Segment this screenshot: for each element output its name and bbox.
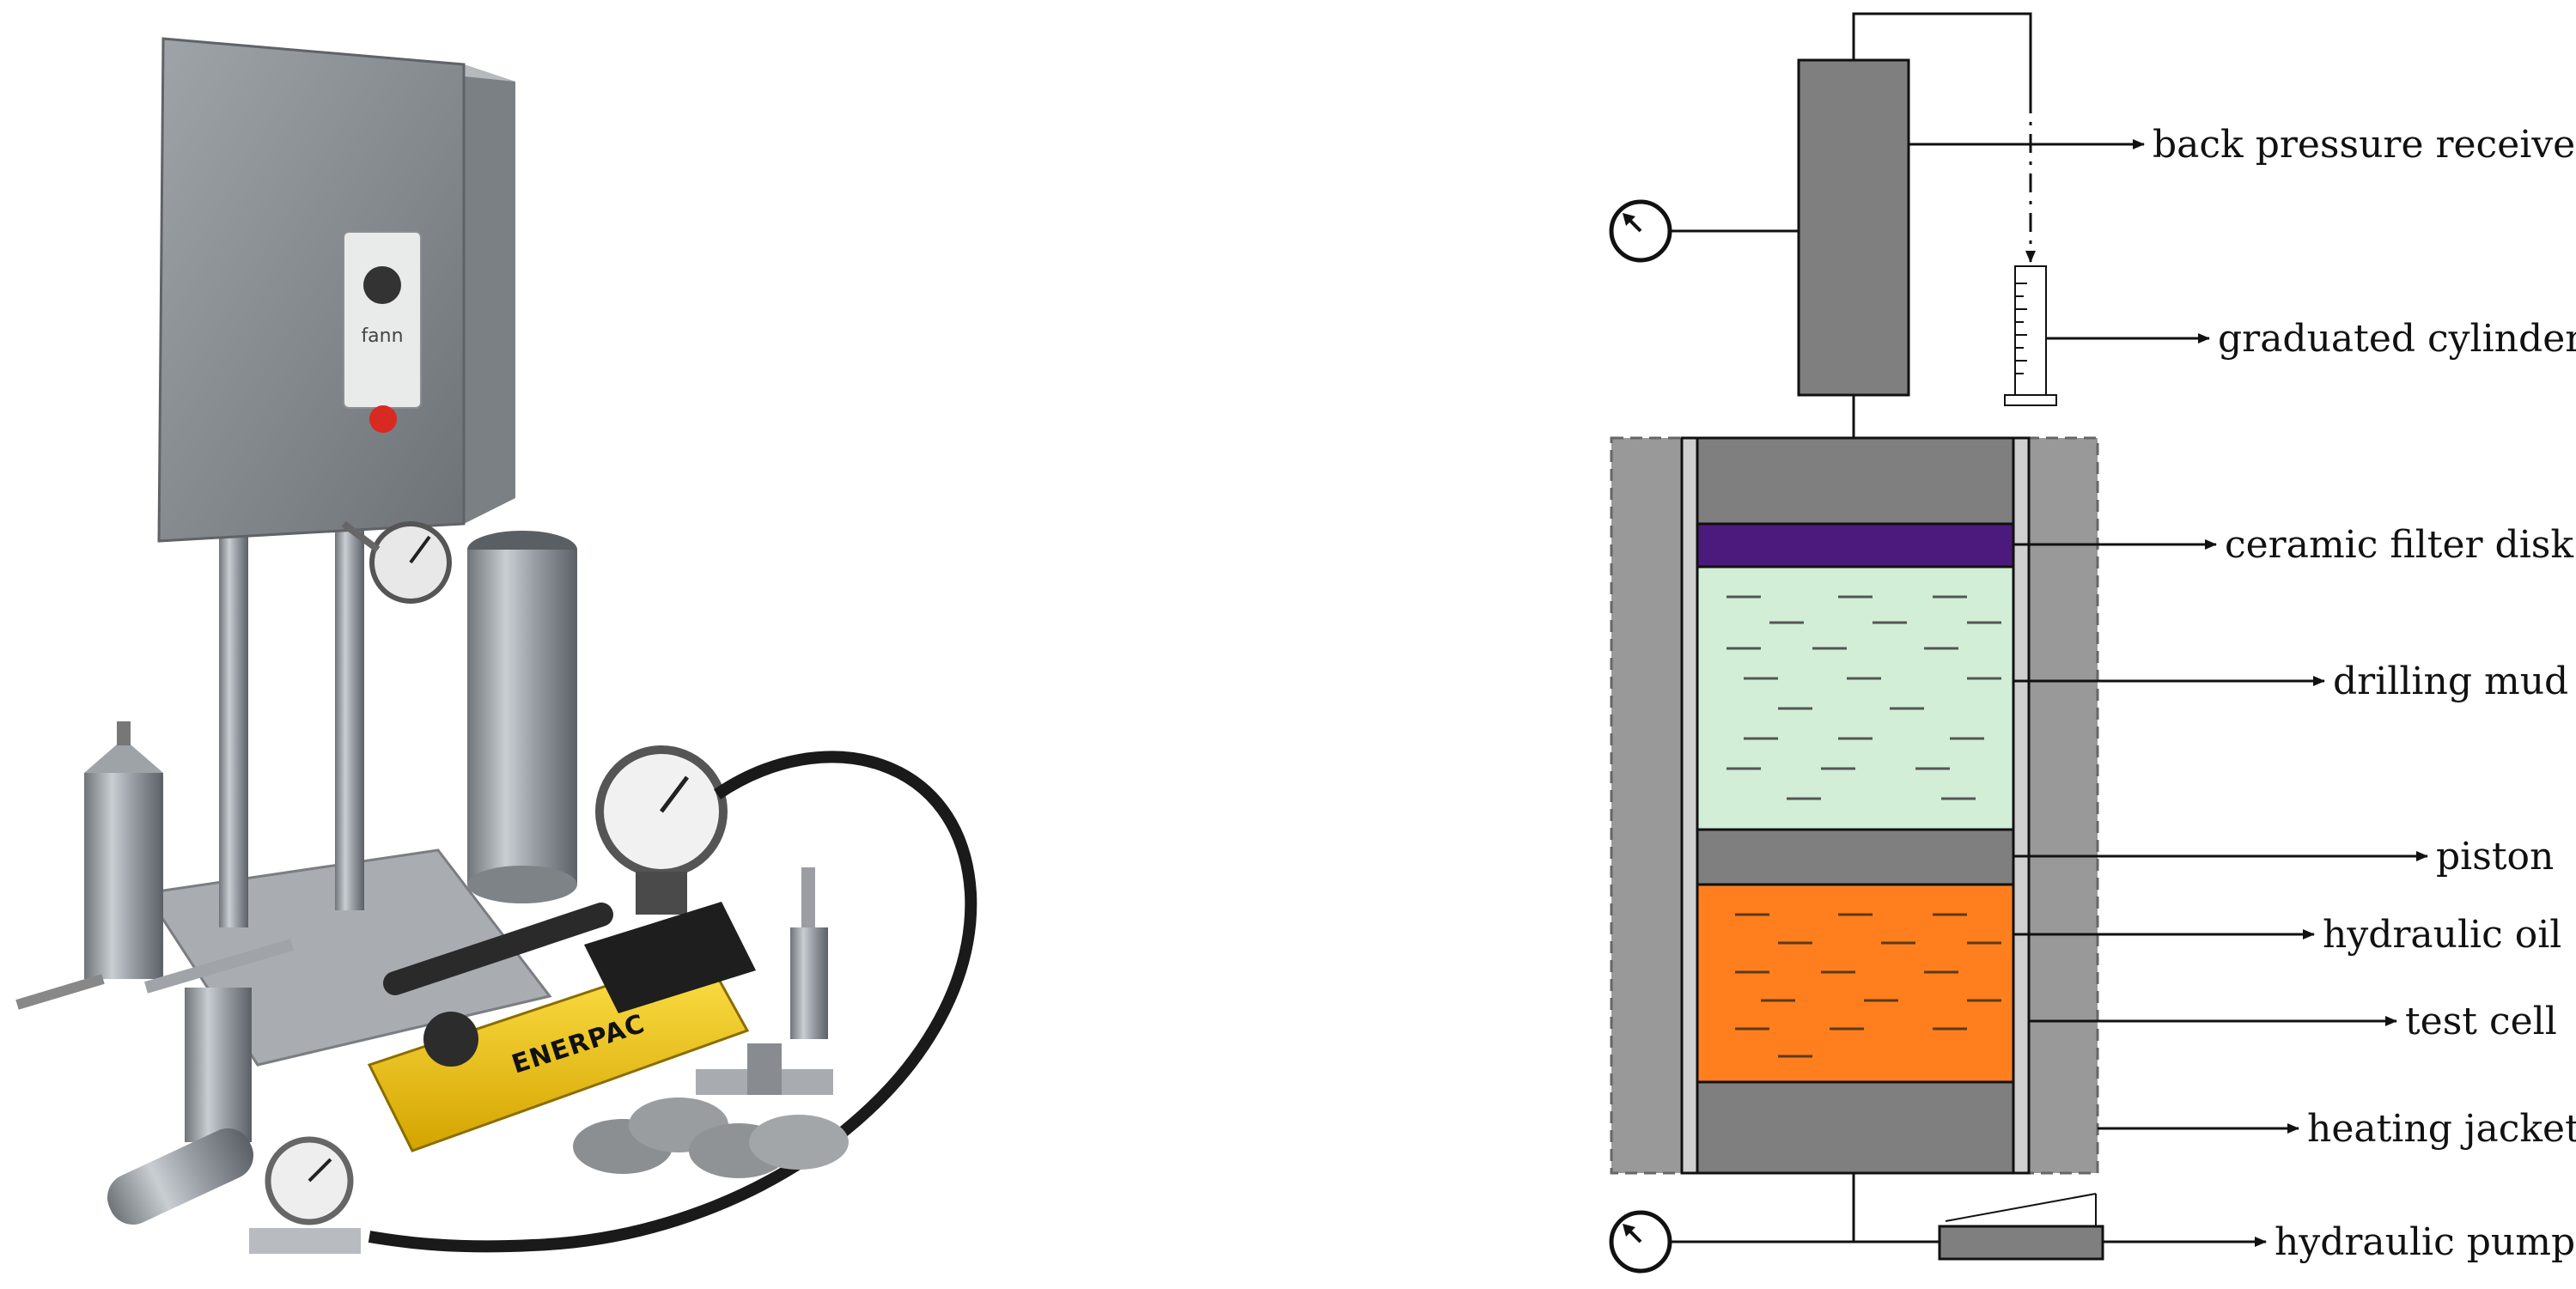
label-graduated-cylinder: graduated cylinder — [2218, 317, 2576, 361]
label-hydraulic-oil: hydraulic oil — [2323, 913, 2561, 957]
hydraulic-pump — [1938, 1225, 2104, 1261]
oil-filler-cap-icon — [423, 1012, 478, 1067]
stand-rod-left — [219, 515, 248, 927]
stand-rod-right — [335, 507, 364, 910]
filter-disc — [749, 1115, 849, 1170]
label-heating-jacket: heating jacket — [2307, 1107, 2576, 1151]
schematic-diagram — [1609, 12, 2428, 1274]
mud-dashes — [1726, 595, 2001, 800]
drilling-mud — [1696, 565, 2015, 831]
apparatus-photo: fann ENERPAC — [15, 37, 977, 1254]
label-drilling-mud: drilling mud — [2333, 660, 2568, 703]
red-indicator-light — [369, 405, 397, 433]
graduated-cylinder — [2004, 265, 2057, 406]
quick-connector — [790, 927, 828, 1039]
temperature-control-panel — [343, 231, 422, 409]
back-pressure-receiver-vessel — [84, 773, 163, 979]
label-piston: piston — [2436, 835, 2554, 879]
valve-assembly — [185, 988, 252, 1142]
control-box-brand: fann — [361, 325, 403, 347]
back-pressure-receiver — [1797, 58, 1910, 397]
piston — [1696, 828, 2015, 886]
control-box-side — [464, 64, 515, 524]
label-hydraulic-pump: hydraulic pump — [2275, 1220, 2575, 1264]
label-ceramic-filter-disk: ceramic filter disk — [2225, 523, 2573, 567]
label-test-cell: test cell — [2405, 1000, 2557, 1043]
receiver-outlet-pipe — [1852, 12, 2032, 94]
label-back-pressure-receiver: back pressure receiver — [2153, 123, 2576, 167]
hydraulic-oil — [1696, 883, 2015, 1084]
schematic-labels: back pressure receiver graduated cylinde… — [2153, 123, 2576, 1264]
temperature-dial-icon — [363, 266, 401, 304]
oil-dashes — [1735, 913, 2001, 1058]
ceramic-filter-disk — [1696, 522, 2015, 568]
heating-sleeve — [467, 550, 577, 885]
hydraulic-hose — [368, 751, 977, 1253]
